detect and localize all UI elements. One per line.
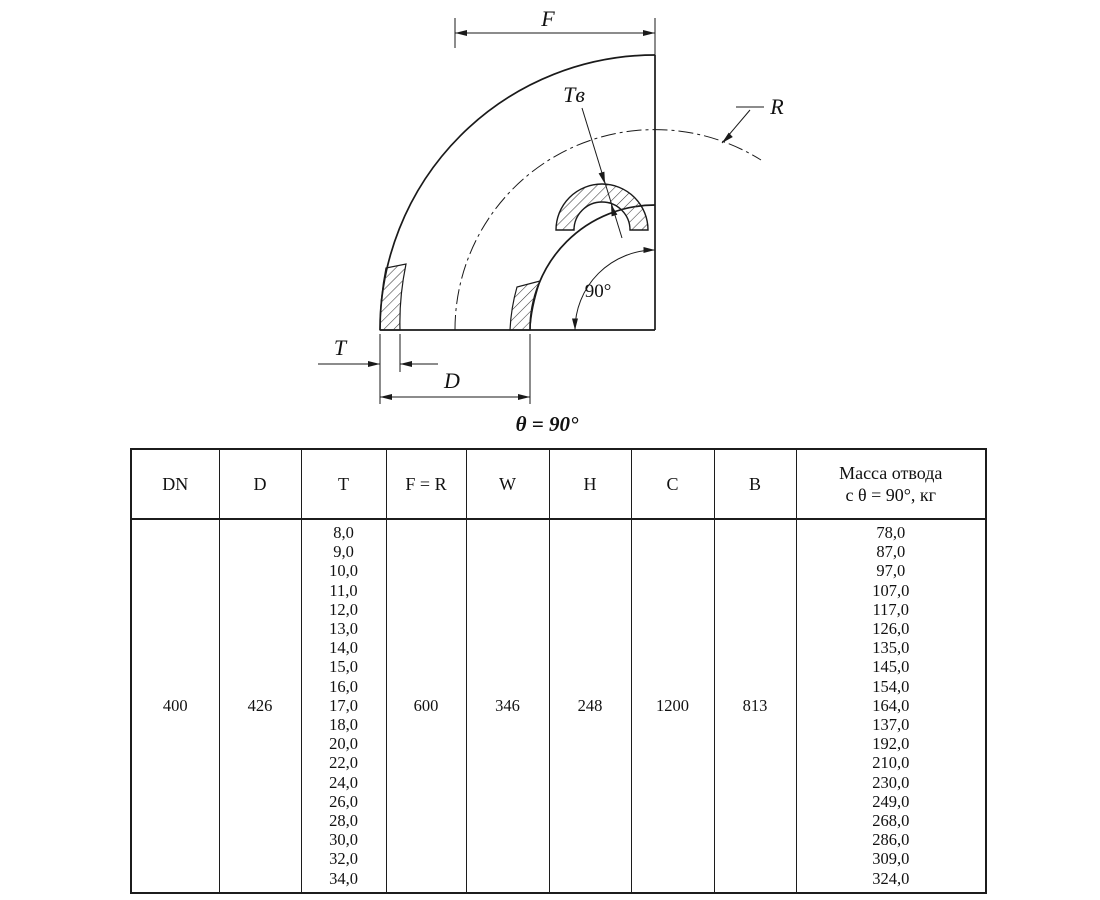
col-header-h: H <box>548 448 632 520</box>
label-r: R <box>769 94 784 119</box>
cell-t: 8,0 9,0 10,0 11,0 12,0 13,0 14,0 15,0 16… <box>300 518 387 894</box>
drawing-caption: θ = 90° <box>516 412 579 436</box>
spec-table: DN D T F = R W H C B Масса отвода с θ = … <box>130 448 987 894</box>
angle-arrow-right <box>643 247 655 253</box>
cell-dn: 400 <box>130 518 220 894</box>
f-arrow-left <box>455 30 467 36</box>
mass-header-line1: Масса отвода <box>839 462 943 483</box>
wall-sections <box>379 263 541 331</box>
t-arrow-left <box>368 361 380 367</box>
header-row: DN D T F = R W H C B Масса отвода с θ = … <box>130 448 987 520</box>
col-header-c: C <box>630 448 715 520</box>
bend-angle-arc <box>574 249 656 331</box>
right-wall-section <box>509 280 541 331</box>
tb-arrow-top <box>598 171 605 184</box>
label-d: D <box>443 368 460 393</box>
label-tb: Tв <box>563 82 585 107</box>
col-header-d: D <box>218 448 302 520</box>
label-f: F <box>540 6 555 31</box>
f-arrow-right <box>643 30 655 36</box>
t-arrow-right <box>400 361 412 367</box>
dimension-lines <box>318 18 764 404</box>
col-header-b: B <box>713 448 797 520</box>
cell-h: 248 <box>548 518 632 894</box>
rotated-wall-section <box>555 183 649 231</box>
cell-b: 813 <box>713 518 797 894</box>
elbow-drawing: F R T D Tв 90° θ = 90° <box>318 6 784 436</box>
mass-header-line2: с θ = 90°, кг <box>845 485 937 505</box>
arrowheads <box>368 30 733 400</box>
col-header-fr: F = R <box>385 448 467 520</box>
col-header-t: T <box>300 448 387 520</box>
r-arrow <box>722 132 733 143</box>
angle-arrow-bottom <box>572 318 578 330</box>
cell-mass: 78,0 87,0 97,0 107,0 117,0 126,0 135,0 1… <box>795 518 987 894</box>
cell-fr: 600 <box>385 518 467 894</box>
drawing-labels: F R T D Tв 90° θ = 90° <box>334 6 784 436</box>
cell-w: 346 <box>465 518 550 894</box>
centerline-arc <box>454 129 762 331</box>
cell-c: 1200 <box>630 518 715 894</box>
col-header-w: W <box>465 448 550 520</box>
col-header-dn: DN <box>130 448 220 520</box>
label-bend-angle: 90° <box>585 281 612 302</box>
data-row: 400 426 8,0 9,0 10,0 11,0 12,0 13,0 14,0… <box>130 518 987 894</box>
cell-d: 426 <box>218 518 302 894</box>
tb-arrow-bottom <box>611 204 618 217</box>
col-header-mass: Масса отвода с θ = 90°, кг <box>795 448 987 520</box>
d-arrow-right <box>518 394 530 400</box>
dome-section <box>555 183 649 231</box>
d-arrow-left <box>380 394 392 400</box>
left-wall-section <box>379 263 407 331</box>
label-t: T <box>334 335 348 360</box>
